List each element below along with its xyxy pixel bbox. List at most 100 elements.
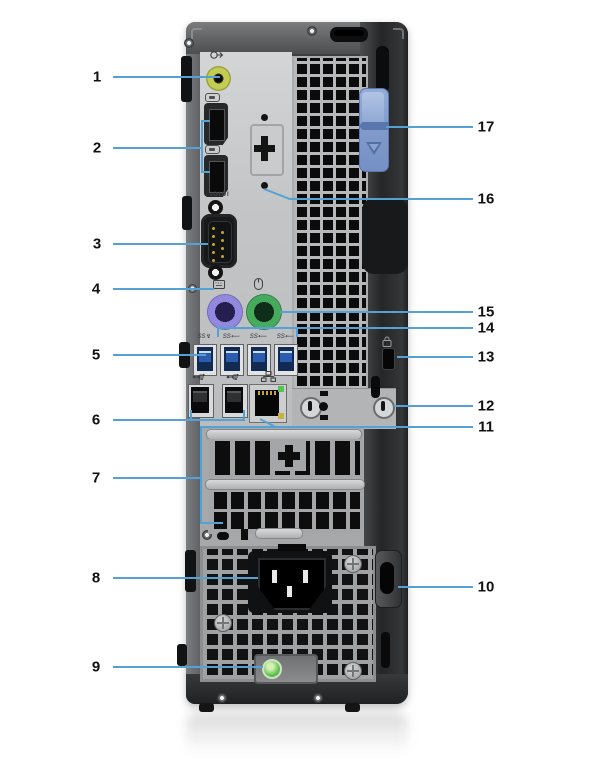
antenna-plate-hole [319,402,328,411]
power-supply-diagnostic-led [262,659,282,679]
leader-line-2 [113,147,202,149]
leader-line-11 [200,426,473,428]
power-inlet-tab [278,544,306,553]
serial-pin [221,247,224,250]
antenna-plate-notch [320,415,328,420]
usb-icon [192,374,205,380]
leader-line-10 [398,586,473,588]
leader-line-5 [113,354,206,356]
leader-line-6-tick [190,410,192,420]
superspeed-usb-icon: SS⟵ [276,334,294,340]
chassis-clip [181,56,192,102]
antenna-connector-1-slot [308,401,312,411]
leader-line-9 [113,666,263,668]
ps2-keyboard-port[interactable] [207,294,243,330]
power-connector-socket [258,558,326,610]
usb3-port-4-tongue [280,351,292,362]
security-lock-icon [382,336,392,347]
psu-screw [344,555,362,573]
leader-line-3 [113,243,208,245]
callout-label-4: 4 [91,280,101,298]
callout-label-15: 15 [477,303,495,321]
slot-bracket-bar [205,479,365,490]
chassis-foot [345,703,360,712]
leader-line-13 [397,356,473,358]
usb3-port-3-tongue [253,351,265,362]
superspeed-usb-icon: SS↯ [197,334,211,340]
corner-arrow-icon [393,28,404,39]
release-latch-arrow-inner [369,144,379,151]
leader-line-17 [386,126,473,128]
displayport-icon [205,93,220,102]
ps2-mouse-port[interactable] [246,294,282,330]
serial-port-icon: IOIOI [210,192,230,198]
plus-cutout [278,452,300,460]
ethernet-link-led [278,386,284,392]
keyboard-icon [213,280,225,289]
leader-line-16 [290,198,473,200]
leader-line-14-tick [296,327,298,337]
screw [184,38,194,48]
optional-port-screw-hole [261,114,268,121]
grip-recess [362,198,408,274]
leader-line-12 [394,405,473,407]
mouse-icon [254,278,263,290]
callout-label-9: 9 [91,658,101,676]
leader-line-2-stub [202,171,210,173]
network-icon [261,371,276,382]
line-out-icon [210,51,224,59]
serial-pin [212,251,215,254]
usb-icon [226,374,239,380]
handle-recess-inner [334,30,364,36]
callout-label-7: 7 [91,469,101,487]
chassis-hole [217,532,229,540]
serial-pin [212,243,215,246]
serial-pin [212,227,215,230]
usb2-port-2-tongue [227,391,241,402]
leader-line-4 [113,288,214,290]
callout-label-10: 10 [477,578,495,596]
floor-reflection [186,712,408,754]
serial-pin [221,255,224,258]
serial-pin [221,231,224,234]
screw [307,26,317,36]
audio-line-out-port[interactable] [206,66,231,91]
displayport-1-slot [209,109,225,141]
leader-line-14 [218,327,473,329]
leader-line-7 [113,477,201,479]
expansion-slot-cover-2 [208,490,362,534]
callout-label-13: 13 [477,348,495,366]
chassis-foot [199,703,214,712]
screw [217,693,227,703]
power-pin [272,570,277,583]
psu-screw [214,614,232,632]
corner-arrow-icon [191,28,202,39]
superspeed-usb-icon: SS⟵ [222,334,240,340]
usb3-port-1-tongue [199,351,211,362]
vent-grid [292,56,368,391]
side-slot [371,376,380,398]
leader-line-8 [113,577,258,579]
serial-pin [221,239,224,242]
usb2-port-1-tongue [193,391,207,402]
side-slot [381,632,390,668]
psu-screw [344,662,362,680]
optional-port-cutout [254,145,275,152]
leader-line-14-tick [217,327,219,337]
ethernet-port-pins [258,391,276,395]
callout-label-5: 5 [91,346,101,364]
leader-line-7-stub [200,522,223,524]
chassis-clip [185,550,196,592]
serial-port-screw-post [208,265,223,280]
displayport-icon [205,145,220,154]
callout-label-12: 12 [477,397,495,415]
leader-line-6-tick [243,410,245,420]
serial-pin [212,259,215,262]
callout-label-16: 16 [477,190,495,208]
callout-label-8: 8 [91,569,101,587]
callout-label-1: 1 [92,68,102,86]
release-latch-ledge [359,122,388,130]
screw [313,693,323,703]
antenna-connector-2-slot [381,401,385,411]
